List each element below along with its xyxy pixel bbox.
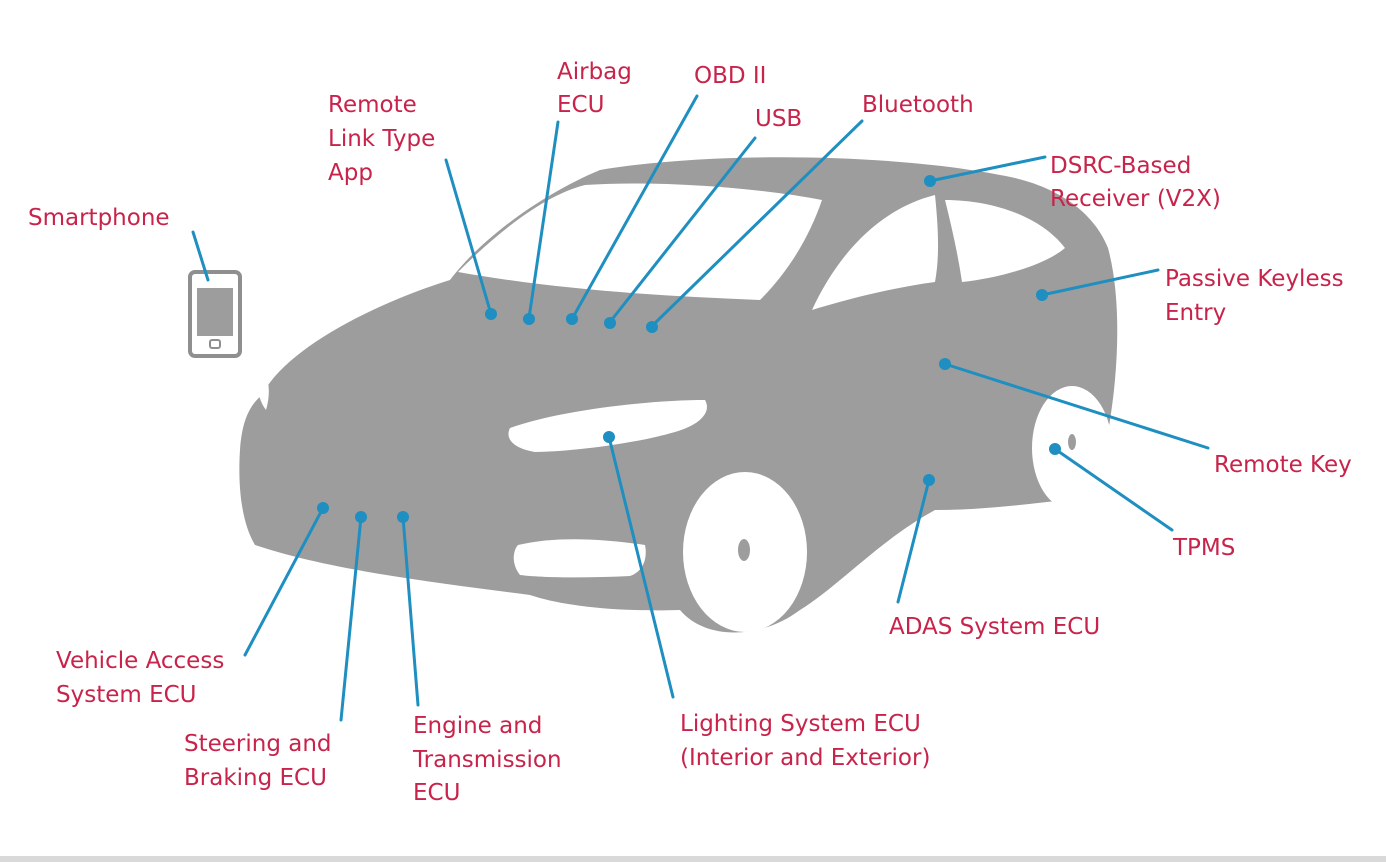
label-airbag-ecu: Airbag ECU xyxy=(557,59,639,118)
rear-wheel-hub xyxy=(1068,434,1076,450)
leader-remote-link-app xyxy=(444,158,493,316)
label-lighting-ecu: Lighting System ECU (Interior and Exteri… xyxy=(680,711,930,771)
leader-tpms xyxy=(1053,447,1174,532)
label-usb: USB xyxy=(755,106,802,132)
connector-lines xyxy=(191,94,1210,722)
front-wheel-hub xyxy=(738,539,750,561)
point-dsrc-receiver xyxy=(924,175,936,187)
point-vehicle-access xyxy=(317,502,329,514)
windshield xyxy=(458,183,822,300)
leader-steering-braking xyxy=(339,515,363,722)
label-engine-transmission-ecu: Engine and Transmission ECU xyxy=(412,713,569,806)
connection-points xyxy=(317,175,1061,523)
point-remote-key xyxy=(939,358,951,370)
front-nose-notch xyxy=(256,360,269,410)
side-window-rear xyxy=(945,200,1065,282)
label-steering-braking-ecu: Steering and Braking ECU xyxy=(184,731,339,791)
label-adas-ecu: ADAS System ECU xyxy=(889,614,1100,640)
label-passive-keyless-entry: Passive Keyless Entry xyxy=(1165,266,1351,326)
label-bluetooth: Bluetooth xyxy=(862,92,974,118)
car-silhouette xyxy=(239,157,1118,633)
label-tpms: TPMS xyxy=(1172,535,1235,561)
leader-airbag-ecu xyxy=(527,120,560,320)
leader-lighting-ecu xyxy=(607,435,675,699)
side-window-front xyxy=(812,195,939,310)
bottom-border xyxy=(0,856,1386,862)
point-lighting-ecu xyxy=(603,431,615,443)
label-smartphone: Smartphone xyxy=(28,205,170,231)
point-adas-ecu xyxy=(923,474,935,486)
leader-obd-ii xyxy=(570,94,699,321)
label-vehicle-access-ecu: Vehicle Access System ECU xyxy=(56,648,232,708)
headlight xyxy=(508,400,707,452)
leader-engine-transmission xyxy=(401,515,420,707)
point-steering-braking xyxy=(355,511,367,523)
point-bluetooth xyxy=(646,321,658,333)
point-remote-link-app xyxy=(485,308,497,320)
point-airbag-ecu xyxy=(523,313,535,325)
leader-vehicle-access xyxy=(243,506,325,657)
lower-grille xyxy=(513,539,646,578)
label-remote-link-app: Remote Link Type App xyxy=(328,92,443,186)
leader-adas-ecu xyxy=(896,478,931,604)
point-engine-transmission xyxy=(397,511,409,523)
leader-remote-key xyxy=(943,362,1210,450)
component-labels: Smartphone Remote Link Type App Airbag E… xyxy=(28,59,1352,806)
leader-bluetooth xyxy=(650,119,864,328)
label-obd-ii: OBD II xyxy=(694,63,766,89)
leader-passive-keyless xyxy=(1040,268,1160,297)
leader-dsrc-receiver xyxy=(928,155,1047,183)
smartphone-icon xyxy=(188,270,242,358)
label-dsrc-receiver: DSRC-Based Receiver (V2X) xyxy=(1050,153,1221,212)
point-usb xyxy=(604,317,616,329)
point-tpms xyxy=(1049,443,1061,455)
leader-smartphone xyxy=(191,230,210,282)
point-obd-ii xyxy=(566,313,578,325)
label-remote-key: Remote Key xyxy=(1214,452,1352,478)
leader-usb xyxy=(608,136,757,324)
point-passive-keyless xyxy=(1036,289,1048,301)
